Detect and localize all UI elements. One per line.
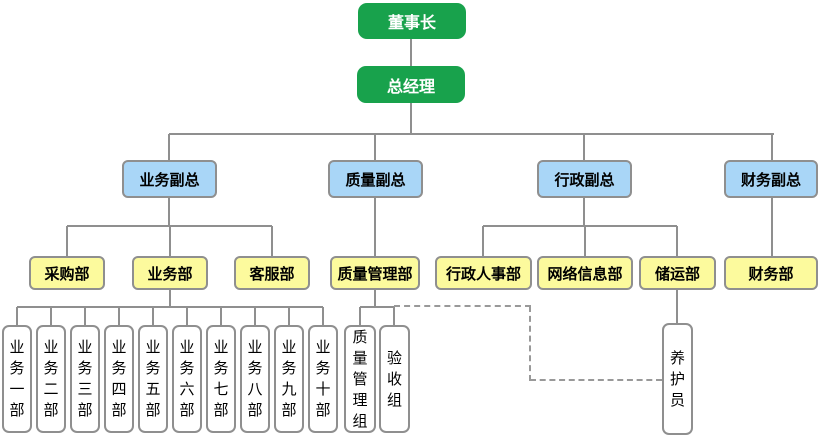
node-general-manager[interactable]: 总经理 bbox=[357, 66, 465, 103]
connector-line bbox=[17, 306, 323, 308]
connector-line bbox=[771, 198, 773, 256]
connector-line bbox=[676, 290, 678, 325]
node-label: 业务八部 bbox=[247, 339, 263, 419]
node-dept-finance[interactable]: 财务部 bbox=[724, 256, 818, 290]
node-label: 业务二部 bbox=[43, 339, 59, 419]
node-vp-admin[interactable]: 行政副总 bbox=[537, 160, 632, 198]
node-business-unit-3[interactable]: 业务三部 bbox=[70, 325, 100, 433]
node-vp-quality[interactable]: 质量副总 bbox=[328, 160, 423, 198]
connector-line bbox=[583, 198, 585, 227]
node-vp-business[interactable]: 业务副总 bbox=[122, 160, 217, 198]
node-dept-business[interactable]: 业务部 bbox=[132, 256, 208, 290]
connector-line bbox=[393, 307, 395, 326]
node-business-unit-6[interactable]: 业务六部 bbox=[172, 325, 202, 433]
connector-line bbox=[374, 290, 376, 308]
node-label: 业务三部 bbox=[77, 339, 93, 419]
node-label: 业务四部 bbox=[111, 339, 127, 419]
node-dept-customer-service[interactable]: 客服部 bbox=[234, 256, 310, 290]
connector-line bbox=[169, 226, 171, 256]
node-business-unit-4[interactable]: 业务四部 bbox=[104, 325, 134, 433]
connector-line bbox=[288, 307, 290, 326]
node-vp-finance[interactable]: 财务副总 bbox=[724, 160, 818, 198]
node-dept-network-info[interactable]: 网络信息部 bbox=[537, 256, 633, 290]
connector-line bbox=[483, 225, 677, 227]
connector-line bbox=[584, 226, 586, 256]
node-label: 业务五部 bbox=[145, 339, 161, 419]
connector-line bbox=[374, 198, 376, 256]
connector-line bbox=[374, 134, 376, 160]
connector-line bbox=[66, 226, 68, 256]
connector-line bbox=[16, 307, 18, 326]
node-business-unit-2[interactable]: 业务二部 bbox=[36, 325, 66, 433]
node-label: 业务七部 bbox=[213, 339, 229, 419]
connector-line bbox=[676, 226, 678, 256]
node-dept-purchasing[interactable]: 采购部 bbox=[29, 256, 105, 290]
node-label: 业务一部 bbox=[9, 339, 25, 419]
node-business-unit-7[interactable]: 业务七部 bbox=[206, 325, 236, 433]
connector-line bbox=[583, 134, 585, 160]
connector-line bbox=[359, 307, 361, 326]
node-quality-management-group[interactable]: 质量管理组 bbox=[344, 325, 376, 433]
node-chairman[interactable]: 董事长 bbox=[358, 3, 466, 39]
connector-line bbox=[410, 38, 412, 66]
node-label: 养护员 bbox=[669, 349, 685, 409]
node-dept-storage-transport[interactable]: 储运部 bbox=[639, 256, 716, 290]
dashed-connector-line bbox=[529, 306, 531, 381]
connector-line bbox=[84, 307, 86, 326]
connector-line bbox=[169, 133, 774, 135]
node-business-unit-10[interactable]: 业务十部 bbox=[308, 325, 338, 433]
node-business-unit-5[interactable]: 业务五部 bbox=[138, 325, 168, 433]
node-acceptance-group[interactable]: 验收组 bbox=[379, 325, 410, 433]
dashed-connector-line bbox=[394, 305, 531, 307]
connector-line bbox=[220, 307, 222, 326]
connector-line bbox=[67, 225, 272, 227]
connector-line bbox=[152, 307, 154, 326]
node-dept-admin-hr[interactable]: 行政人事部 bbox=[435, 256, 532, 290]
node-label: 质量管理组 bbox=[352, 328, 368, 430]
connector-line bbox=[50, 307, 52, 326]
node-business-unit-1[interactable]: 业务一部 bbox=[2, 325, 32, 433]
node-label: 验收组 bbox=[386, 349, 402, 409]
connector-line bbox=[168, 134, 170, 160]
node-business-unit-8[interactable]: 业务八部 bbox=[240, 325, 270, 433]
connector-line bbox=[410, 103, 412, 134]
dashed-connector-line bbox=[530, 379, 662, 381]
connector-line bbox=[482, 226, 484, 256]
node-dept-quality-management[interactable]: 质量管理部 bbox=[330, 256, 420, 290]
connector-line bbox=[186, 307, 188, 326]
node-maintenance-staff[interactable]: 养护员 bbox=[662, 323, 693, 435]
connector-line bbox=[322, 307, 324, 326]
node-label: 业务九部 bbox=[281, 339, 297, 419]
connector-line bbox=[360, 306, 394, 308]
node-label: 业务六部 bbox=[179, 339, 195, 419]
node-business-unit-9[interactable]: 业务九部 bbox=[274, 325, 304, 433]
connector-line bbox=[168, 198, 170, 227]
connector-line bbox=[169, 290, 171, 308]
node-label: 业务十部 bbox=[315, 339, 331, 419]
connector-line bbox=[254, 307, 256, 326]
connector-line bbox=[771, 134, 773, 160]
connector-line bbox=[271, 226, 273, 256]
connector-line bbox=[118, 307, 120, 326]
